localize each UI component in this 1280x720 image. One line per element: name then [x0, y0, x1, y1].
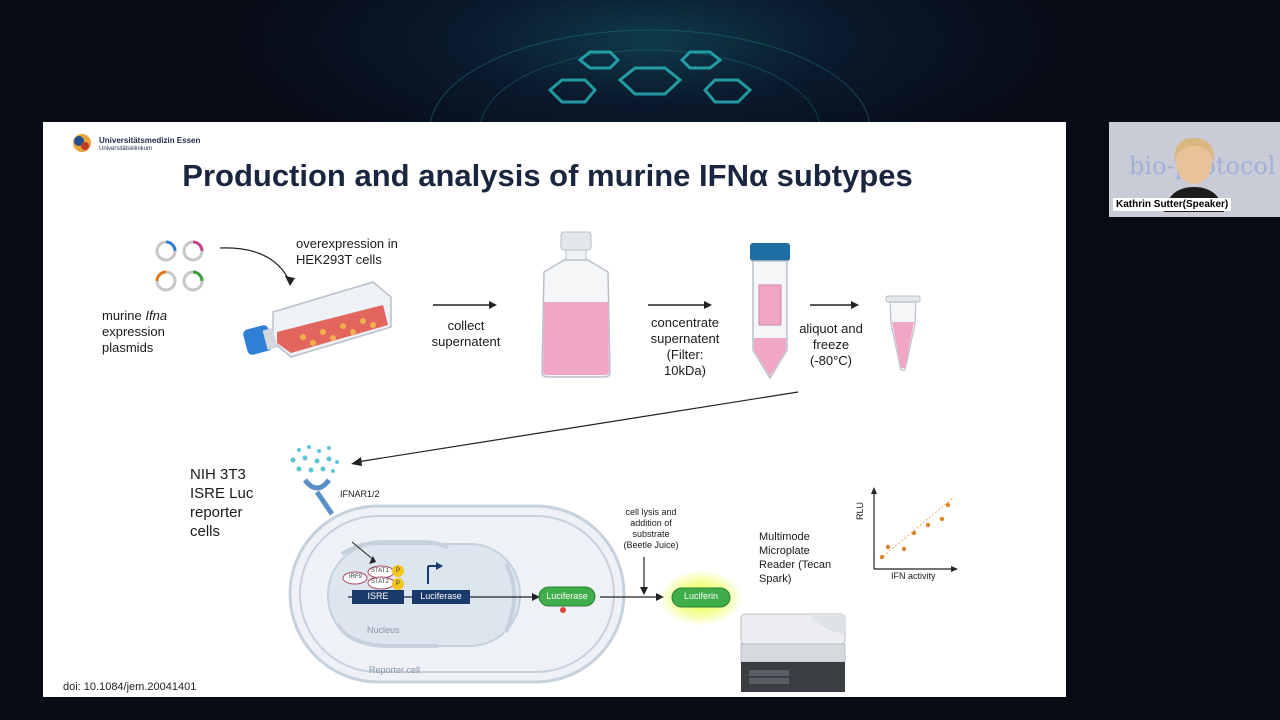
globe-graphic: [429, 29, 871, 231]
plate-reader-icon: [740, 613, 846, 692]
cursor-dot: [560, 607, 566, 613]
reporter-cell-diagram: [288, 504, 626, 684]
doi-reference: doi: 10.1084/jem.20041401: [63, 681, 197, 693]
slide-title: Production and analysis of murine IFNα s…: [182, 158, 913, 193]
plasmids-label: murine Ifna expression plasmids: [102, 308, 168, 355]
irf9-label: IRF9: [349, 574, 363, 580]
isre-label: ISRE: [367, 591, 389, 601]
reporter-cell-label: Reporter cell: [369, 665, 421, 675]
plot-xlabel: IFN activity: [891, 571, 936, 581]
arrow-to-assay: [351, 391, 799, 466]
stat1-label: STAT1: [371, 568, 389, 574]
university-logo: Universitätsmedizin Essen Universitätskl…: [71, 132, 231, 160]
logo-line2: Universitätsklinikum: [99, 146, 153, 152]
arrow-aliquot: [810, 301, 859, 309]
arrow-collect: [433, 301, 497, 309]
logo-line1: Universitätsmedizin Essen: [99, 136, 201, 145]
culture-flask-icon: [243, 281, 392, 358]
speaker-name-label: Kathrin Sutter(Speaker): [1113, 198, 1232, 211]
aliquot-label: aliquot and freeze (-80°C): [799, 321, 863, 368]
luciferin-glow: [659, 570, 743, 626]
speaker-video-tile[interactable]: bio-protocol Kathrin Sutter(Speaker): [1109, 122, 1280, 217]
logo-mark-icon: [73, 134, 91, 152]
ifn-receptor-icon: [290, 445, 339, 516]
luciferase-protein-label: Luciferase: [546, 591, 588, 601]
receptor-label: IFNAR1/2: [340, 489, 380, 499]
arrow-lysis-down: [640, 557, 648, 595]
luciferase-gene-label: Luciferase: [420, 591, 462, 601]
bottle-icon: [541, 231, 611, 378]
lysis-label: cell lysis and addition of substrate (Be…: [623, 507, 679, 550]
standard-curve-plot: [871, 487, 958, 572]
curved-arrow: [219, 247, 295, 286]
overexpression-label: overexpression in HEK293T cells: [296, 236, 398, 267]
stat2-label: STAT2: [371, 579, 389, 585]
eppendorf-tube-icon: [885, 295, 921, 371]
phospho-label-2: P: [396, 581, 401, 587]
collect-label: collect supernatent: [431, 318, 501, 349]
plasmids-icon: [155, 240, 204, 292]
reader-label: Multimode Microplate Reader (Tecan Spark…: [759, 531, 832, 585]
concentrator-tube-icon: [750, 243, 790, 380]
reporter-cells-label: NIH 3T3 ISRE Luc reporter cells: [190, 466, 254, 540]
phospho-label-1: P: [396, 568, 401, 574]
presentation-slide: Universitätsmedizin Essen Universitätskl…: [43, 122, 1066, 697]
nucleus-label: Nucleus: [367, 625, 400, 635]
luciferin-label: Luciferin: [683, 591, 719, 601]
concentrate-label: concentrate supernatent (Filter: 10kDa): [650, 315, 720, 378]
plot-ylabel: RLU: [855, 501, 865, 520]
luciferase-protein-badge: [538, 586, 596, 607]
arrow-concentrate: [648, 301, 712, 309]
